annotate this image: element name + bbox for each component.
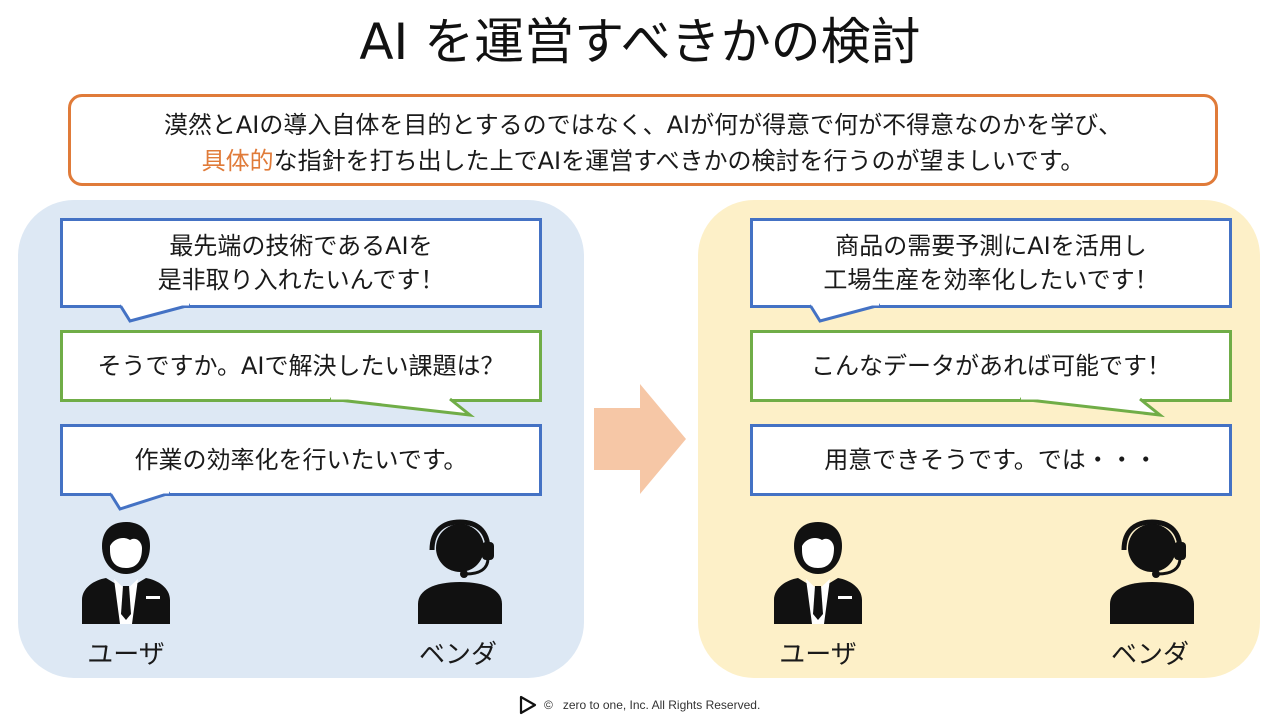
summary-line-2: 具体的な指針を打ち出した上でAIを運営すべきかの検討を行うのが望ましいです。 xyxy=(71,143,1215,179)
summary-accent-text: 具体的 xyxy=(201,147,274,175)
left-user-bubble-1: 最先端の技術であるAIを 是非取り入れたいんです！ xyxy=(60,218,542,308)
left-vendor-bubble: そうですか。AIで解決したい課題は？ xyxy=(60,330,542,402)
right-user-bubble-1: 商品の需要予測にAIを活用し 工場生産を効率化したいです！ xyxy=(750,218,1232,308)
copyright-symbol: © xyxy=(544,698,553,712)
left-bubble-1-line-2: 是非取り入れたいんです！ xyxy=(157,266,445,294)
right-vendor-bubble: こんなデータがあれば可能です！ xyxy=(750,330,1232,402)
vendor-headset-icon xyxy=(418,519,502,624)
summary-line-1: 漠然とAIの導入自体を目的とするのではなく、AIが何が得意で何が不得意なのかを学… xyxy=(163,111,1123,139)
arrow-right-icon xyxy=(594,384,686,494)
vendor-headset-icon xyxy=(1110,519,1194,624)
right-bubble-2-tail xyxy=(1019,396,1166,418)
left-user-bubble-2: 作業の効率化を行いたいです。 xyxy=(60,424,542,496)
copyright-text: zero to one, Inc. All Rights Reserved. xyxy=(562,698,761,712)
left-bubble-2-tail xyxy=(329,396,476,418)
left-vendor-label: ベンダ xyxy=(418,640,497,670)
left-bubble-1-tail xyxy=(118,302,191,323)
left-bubble-3-tail xyxy=(108,490,171,511)
left-user-label: ユーザ xyxy=(87,640,165,670)
summary-box: 漠然とAIの導入自体を目的とするのではなく、AIが何が得意で何が不得意なのかを学… xyxy=(68,94,1218,186)
right-user-label: ユーザ xyxy=(779,640,857,670)
user-businessman-icon xyxy=(82,522,170,624)
page-title: AI を運営すべきかの検討 xyxy=(359,13,921,71)
left-bubble-1-line-1: 最先端の技術であるAIを xyxy=(169,232,433,260)
summary-line-2-rest: な指針を打ち出した上でAIを運営すべきかの検討を行うのが望ましいです。 xyxy=(273,147,1085,175)
user-businessman-icon xyxy=(774,522,862,624)
play-logo-icon xyxy=(519,695,537,715)
right-vendor-label: ベンダ xyxy=(1110,640,1189,670)
right-bubble-1-line-2: 工場生産を効率化したいです！ xyxy=(823,266,1159,294)
right-bubble-1-line-1: 商品の需要予測にAIを活用し xyxy=(835,232,1147,260)
right-user-bubble-2: 用意できそうです。では・・・ xyxy=(750,424,1232,496)
right-bubble-1-tail xyxy=(808,302,881,323)
footer: © zero to one, Inc. All Rights Reserved. xyxy=(518,694,760,716)
